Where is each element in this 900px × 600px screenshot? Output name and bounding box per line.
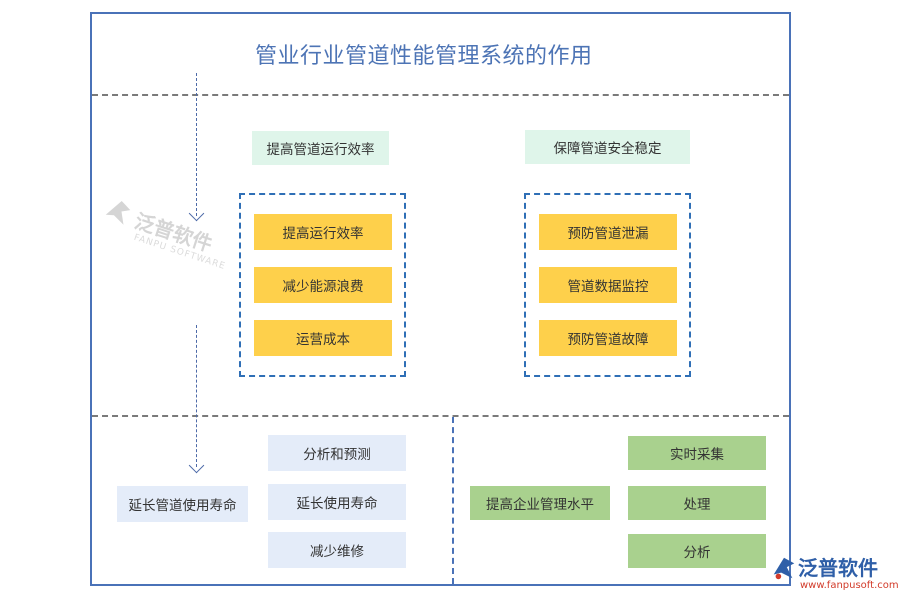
axis-line-upper	[196, 73, 197, 216]
item-efficiency-3: 运营成本	[254, 320, 392, 356]
item-lifespan-1: 分析和预测	[268, 435, 406, 471]
watermark: 泛普软件 FANPU SOFTWARE	[86, 187, 234, 303]
brand-name: 泛普软件	[798, 556, 878, 580]
diagram-title: 管业行业管道性能管理系统的作用	[255, 44, 593, 69]
heading-lifespan: 延长管道使用寿命	[117, 486, 248, 522]
group-safety	[524, 193, 691, 377]
item-management-1: 实时采集	[628, 436, 766, 470]
brand-url: www.fanpusoft.com	[800, 580, 899, 591]
axis-line-lower	[196, 325, 197, 467]
heading-safety: 保障管道安全稳定	[525, 130, 690, 164]
brand-logo-icon	[773, 557, 795, 580]
bottom-column-separator	[452, 417, 454, 584]
section-separator	[92, 415, 789, 417]
heading-management: 提高企业管理水平	[470, 486, 610, 520]
item-safety-1: 预防管道泄漏	[539, 214, 677, 250]
brand-logo: 泛普软件 www.fanpusoft.com	[770, 552, 899, 598]
item-management-2: 处理	[628, 486, 766, 520]
item-lifespan-3: 减少维修	[268, 532, 406, 568]
brand-logo-icon	[105, 201, 131, 225]
group-efficiency	[239, 193, 406, 377]
heading-efficiency: 提高管道运行效率	[252, 131, 389, 165]
title-separator	[92, 94, 789, 96]
item-safety-2: 管道数据监控	[539, 267, 677, 303]
item-efficiency-1: 提高运行效率	[254, 214, 392, 250]
item-efficiency-2: 减少能源浪费	[254, 267, 392, 303]
item-management-3: 分析	[628, 534, 766, 568]
item-safety-3: 预防管道故障	[539, 320, 677, 356]
diagram-frame	[90, 12, 791, 586]
item-lifespan-2: 延长使用寿命	[268, 484, 406, 520]
